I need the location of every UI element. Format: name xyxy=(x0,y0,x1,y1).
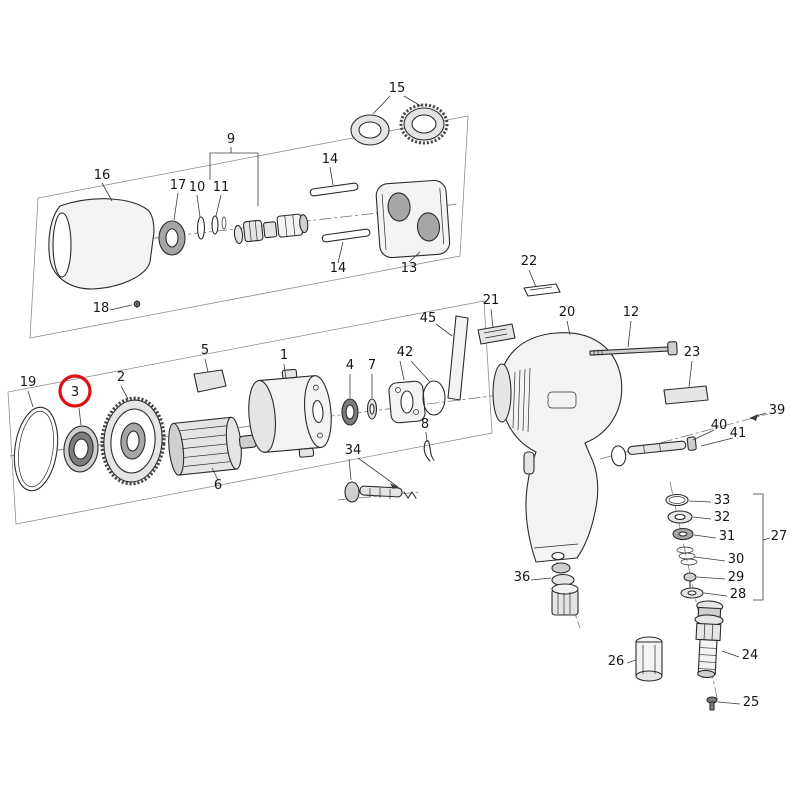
part-34-trigger-valve xyxy=(344,481,417,503)
part-3-bearing xyxy=(63,425,99,473)
region-outlines xyxy=(7,115,493,525)
part-16-front-cover xyxy=(48,198,155,290)
part-45-baffle xyxy=(447,315,469,401)
part-label-17: 17 xyxy=(170,178,187,193)
part-label-3: 3 xyxy=(71,385,79,400)
part-18-screw xyxy=(133,300,141,308)
part-15-clutch-ring-right xyxy=(399,103,449,145)
part-6-rotor xyxy=(168,416,257,476)
part-label-21: 21 xyxy=(483,293,500,308)
part-label-33: 33 xyxy=(714,493,731,508)
part-8-cotter-pin xyxy=(423,440,435,462)
part-26-sleeve xyxy=(635,636,663,682)
part-40-41-retainer xyxy=(611,436,697,467)
part-32-washer xyxy=(667,510,693,524)
part-label-23: 23 xyxy=(684,345,701,360)
part-label-5: 5 xyxy=(201,343,209,358)
part-21-name-plate xyxy=(477,323,516,345)
part-label-13: 13 xyxy=(401,261,418,276)
part-label-14b: 14 xyxy=(330,261,347,276)
part-label-41: 41 xyxy=(730,426,747,441)
part-5-valve-plate xyxy=(193,369,227,393)
part-label-8: 8 xyxy=(421,417,429,432)
part-label-18: 18 xyxy=(93,301,110,316)
part-2-rear-plate xyxy=(100,396,166,486)
part-label-45: 45 xyxy=(420,311,437,326)
part-label-31: 31 xyxy=(719,529,736,544)
part-label-10: 10 xyxy=(189,180,206,195)
part-label-1: 1 xyxy=(280,348,288,363)
part-9-cam-shaft xyxy=(233,213,309,245)
part-label-4: 4 xyxy=(346,358,354,373)
part-4-ring xyxy=(341,398,359,426)
part-label-26: 26 xyxy=(608,654,625,669)
part-label-7: 7 xyxy=(368,358,376,373)
part-label-22: 22 xyxy=(521,254,538,269)
part-1-cylinder xyxy=(248,368,332,458)
part-label-28: 28 xyxy=(730,587,747,602)
part-17-ring xyxy=(158,220,186,256)
part-13-hammer-cage xyxy=(375,179,451,259)
part-label-36: 36 xyxy=(514,570,531,585)
part-36-valve-stack xyxy=(551,551,579,616)
part-label-42: 42 xyxy=(397,345,414,360)
part-label-6: 6 xyxy=(214,478,222,493)
part-label-30: 30 xyxy=(728,552,745,567)
part-label-11: 11 xyxy=(213,180,230,195)
part-label-39: 39 xyxy=(769,403,786,418)
highlight-layer xyxy=(58,374,92,408)
part-20-housing xyxy=(492,332,623,563)
part-7-washer xyxy=(366,398,378,420)
part-label-2: 2 xyxy=(117,370,125,385)
part-22-clip xyxy=(523,283,561,297)
part-12-bolt xyxy=(589,341,678,356)
part-label-27: 27 xyxy=(771,529,788,544)
part-14-pin-top xyxy=(309,182,359,197)
leader-lines xyxy=(27,95,771,705)
part-label-29: 29 xyxy=(728,570,745,585)
part-label-25: 25 xyxy=(743,695,760,710)
part-15-clutch-ring-left xyxy=(350,114,390,146)
part-28-washer xyxy=(680,587,704,599)
part-31-ring xyxy=(672,527,694,541)
part-label-12: 12 xyxy=(623,305,640,320)
part-14-pin-bottom xyxy=(321,228,371,243)
part-19-o-ring xyxy=(13,406,59,492)
part-25-screw xyxy=(706,696,718,711)
part-label-20: 20 xyxy=(559,305,576,320)
part-29-valve xyxy=(683,572,697,588)
part-23-grip-plate xyxy=(663,385,709,405)
part-30-spring xyxy=(676,546,698,566)
part-label-19: 19 xyxy=(20,375,37,390)
part-label-9: 9 xyxy=(227,132,235,147)
part-label-24: 24 xyxy=(742,648,759,663)
part-label-40: 40 xyxy=(711,418,728,433)
part-label-15: 15 xyxy=(389,81,406,96)
part-42-front-plate xyxy=(388,380,446,424)
part-11-washer xyxy=(211,215,227,235)
part-label-32: 32 xyxy=(714,510,731,525)
part-label-34: 34 xyxy=(345,443,362,458)
part-33-o-ring xyxy=(665,493,689,507)
part-10-washer xyxy=(196,216,206,240)
part-label-16: 16 xyxy=(94,168,111,183)
highlight-circle-part-3 xyxy=(58,374,92,408)
part-24-air-inlet xyxy=(694,600,724,679)
part-label-14a: 14 xyxy=(322,152,339,167)
